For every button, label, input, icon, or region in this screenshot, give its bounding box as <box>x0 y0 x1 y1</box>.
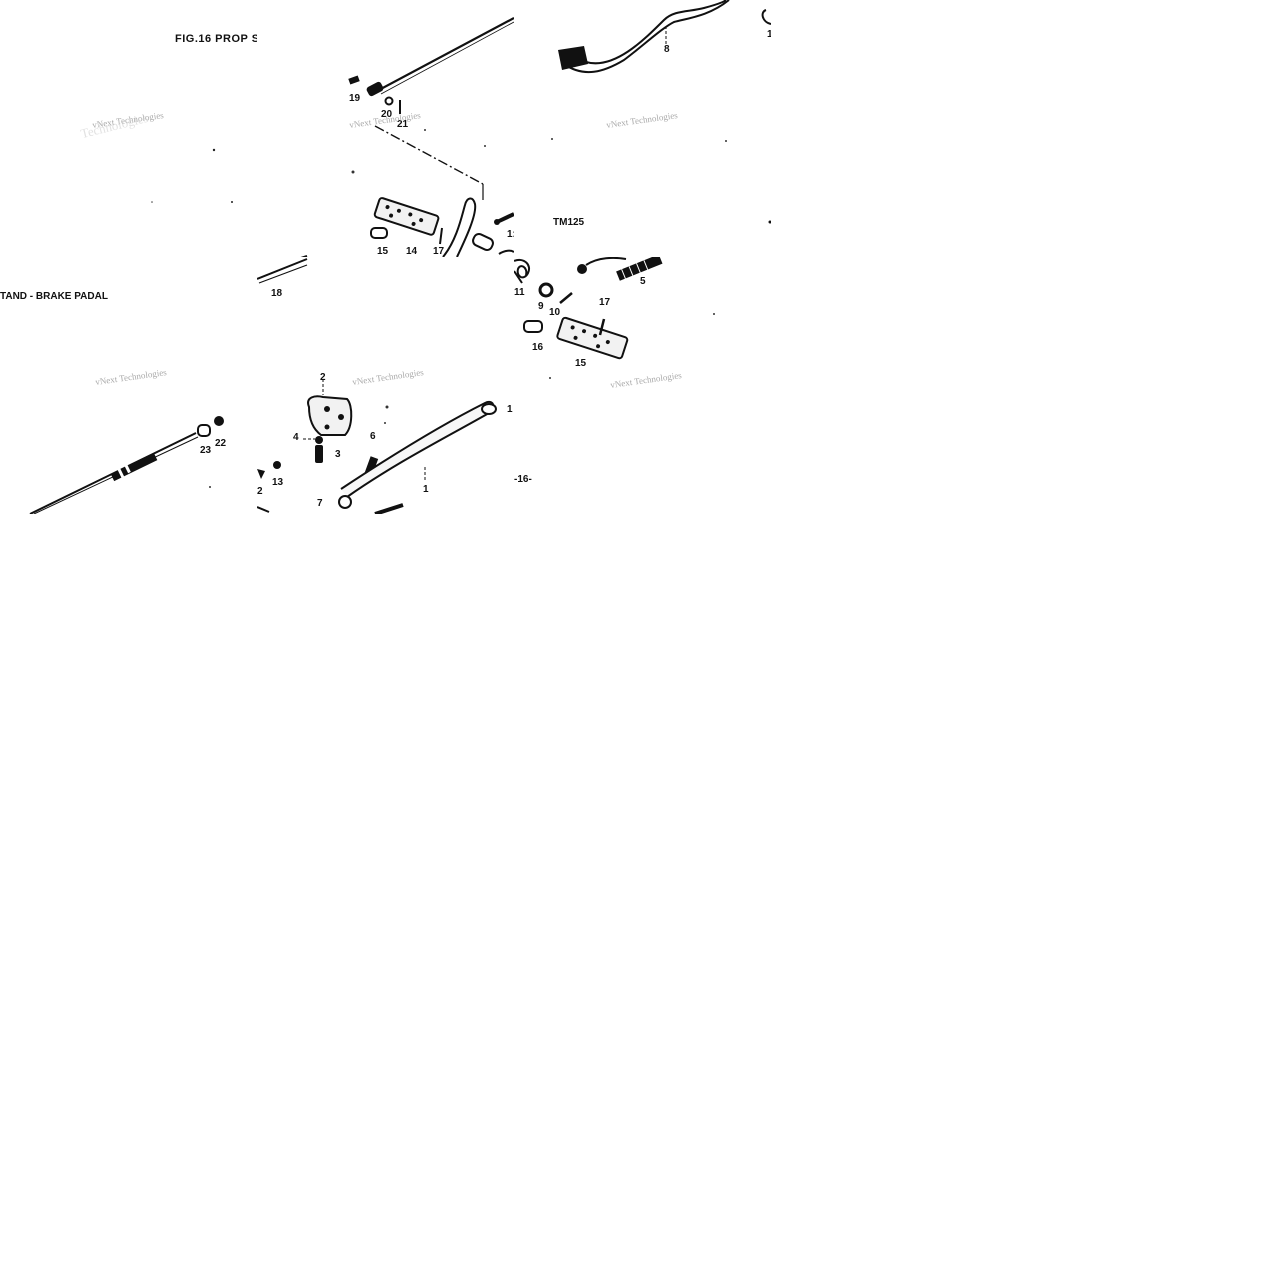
callout-6: 6 <box>370 431 376 442</box>
callout-15: 15 <box>575 358 587 369</box>
callout-2b: 2 <box>257 486 263 497</box>
diagram-tile-prop-stand: 18 vNext Technologies 2 4 3 6 2 13 7 1 1 <box>257 257 514 514</box>
callout-19: 19 <box>349 93 361 104</box>
footrest-drawing <box>514 257 715 379</box>
adjuster-rod-drawing <box>29 416 224 514</box>
callout-4: 4 <box>293 432 299 443</box>
callout-18: 18 <box>271 288 283 299</box>
page-number: -16- <box>514 474 532 485</box>
diagram-tile-brake-rod: 19 20 21 vNext Technologies 15 14 17 1: <box>257 0 514 257</box>
callout-23: 23 <box>200 445 212 456</box>
prop-stand-drawing <box>257 258 497 514</box>
callout-14: 14 <box>406 246 418 257</box>
callout-8: 8 <box>664 44 670 55</box>
callout-11: 11 <box>514 287 525 298</box>
callout-2: 2 <box>320 372 326 383</box>
diagram-tile-footrest: 11 9 10 17 5 16 15 vNext Technologies -1… <box>514 257 771 514</box>
edge-mark: 1 <box>767 29 771 40</box>
callout-1: 1 <box>423 484 429 495</box>
figure-title-part-1: FIG.16 PROP ST <box>175 33 257 45</box>
callout-20: 20 <box>381 109 393 120</box>
callout-21: 21 <box>397 119 409 130</box>
brake-pedal-drawing <box>551 0 771 224</box>
callout-15: 15 <box>377 246 389 257</box>
diagram-tile-adjuster: TAND - BRAKE PADAL vNext Technologies 23… <box>0 257 257 514</box>
callout-7: 7 <box>317 498 323 509</box>
figure-title-part-2: TAND - BRAKE PADAL <box>0 291 108 302</box>
callout-22: 22 <box>215 438 227 449</box>
brake-rod-drawing <box>300 17 514 257</box>
callout-3: 3 <box>335 449 341 460</box>
callout-17: 17 <box>433 246 445 257</box>
callout-13: 13 <box>272 477 284 488</box>
callout-10: 10 <box>549 307 561 318</box>
callout-9: 9 <box>538 301 544 312</box>
model-label: TM125 <box>553 217 585 228</box>
edge-mark: 1 <box>507 404 513 415</box>
callout-5: 5 <box>640 276 646 287</box>
speck-marks <box>151 148 233 203</box>
callout-17: 17 <box>599 297 611 308</box>
edge-mark: 1: <box>507 229 514 240</box>
diagram-tile-brake-pedal: 8 1 vNext Technologies TM125 <box>514 0 771 257</box>
diagram-tile-title: FIG.16 PROP ST vNext Technologies Techno… <box>0 0 257 257</box>
callout-16: 16 <box>532 342 544 353</box>
